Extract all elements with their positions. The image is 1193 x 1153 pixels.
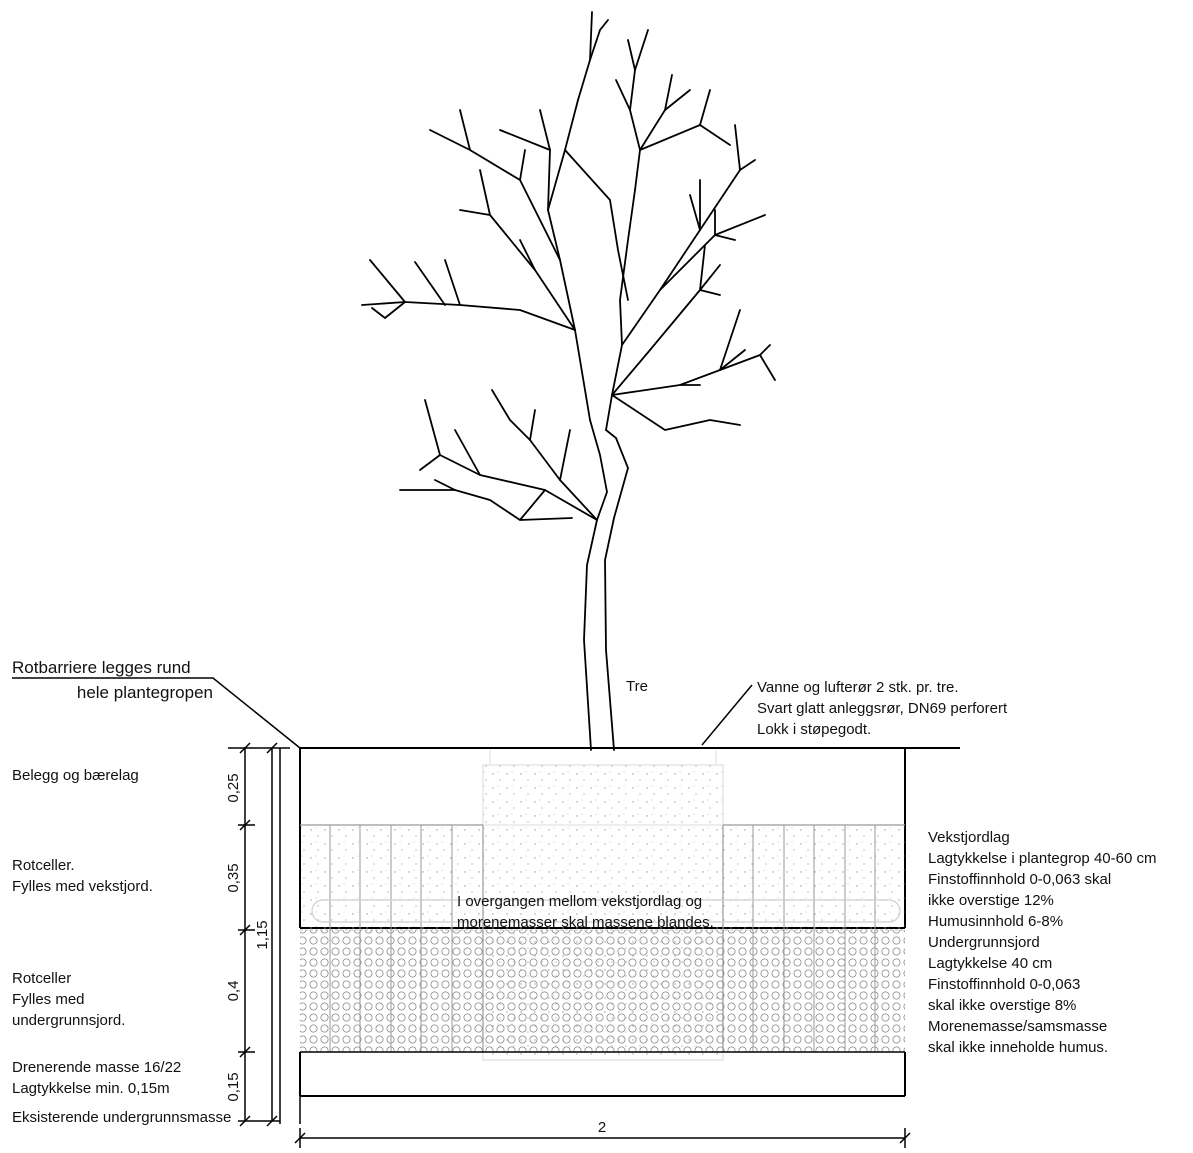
layer-drenerende-line1: Drenerende masse 16/22 <box>12 1059 181 1076</box>
spec-line: Lagtykkelse i plantegrop 40-60 cm <box>928 850 1156 867</box>
spec-line: Finstoffinnhold 0-0,063 <box>928 976 1080 993</box>
dim-025: 0,25 <box>225 773 242 802</box>
specs-list: Vekstjordlag Lagtykkelse i plantegrop 40… <box>928 829 1156 1056</box>
spec-line: Humusinnhold 6-8% <box>928 913 1063 930</box>
overgang-label-line2: morenemasser skal massene blandes. <box>457 914 714 931</box>
vanne-label-line3: Lokk i støpegodt. <box>757 721 871 738</box>
vanne-label-line1: Vanne og lufterør 2 stk. pr. tre. <box>757 679 958 696</box>
spec-line: ikke overstige 12% <box>928 892 1054 909</box>
layer-rotceller2-line1: Rotceller <box>12 970 71 987</box>
perforated-pipe <box>311 899 901 923</box>
dim-035: 0,35 <box>225 863 242 892</box>
dim-015: 0,15 <box>225 1072 242 1101</box>
spec-line: Morenemasse/samsmasse <box>928 1018 1107 1035</box>
vanne-label-line2: Svart glatt anleggsrør, DN69 perforert <box>757 700 1008 717</box>
dim-04: 0,4 <box>225 981 242 1002</box>
layer-drenerende-line2: Lagtykkelse min. 0,15m <box>12 1080 170 1097</box>
spec-line: Lagtykkelse 40 cm <box>928 955 1052 972</box>
overgang-label-line1: I overgangen mellom vekstjordlag og <box>457 893 702 910</box>
tree-drawing <box>361 11 776 751</box>
dim-width: 2 <box>598 1119 606 1136</box>
undergrunnsjord-layer <box>300 930 905 1052</box>
layer-eksisterende: Eksisterende undergrunnsmasse <box>12 1109 231 1126</box>
spec-line: Finstoffinnhold 0-0,063 skal <box>928 871 1111 888</box>
spec-line: Vekstjordlag <box>928 829 1010 846</box>
rotbarriere-label-line1: Rotbarriere legges rund <box>12 658 191 677</box>
layer-rotceller1-line2: Fylles med vekstjord. <box>12 878 153 895</box>
tree-label: Tre <box>626 678 648 695</box>
dim-total: 1,15 <box>254 920 271 949</box>
layer-rotceller2-line3: undergrunnsjord. <box>12 1012 125 1029</box>
layer-rotceller2-line2: Fylles med <box>12 991 85 1008</box>
layer-belegg: Belegg og bærelag <box>12 767 139 784</box>
rotcelle-dividers <box>329 825 876 1052</box>
layer-rotceller1-line1: Rotceller. <box>12 857 75 874</box>
vertical-dimension-lines <box>228 742 290 1127</box>
vanne-leader <box>701 684 753 746</box>
horizontal-dimension <box>294 1128 911 1148</box>
rotbarriere-leader <box>12 677 301 749</box>
rotbarriere-label-line2: hele plantegropen <box>77 683 213 702</box>
spec-line: skal ikke inneholde humus. <box>928 1039 1108 1056</box>
spec-line: skal ikke overstige 8% <box>928 997 1076 1014</box>
spec-line: Undergrunnsjord <box>928 934 1040 951</box>
